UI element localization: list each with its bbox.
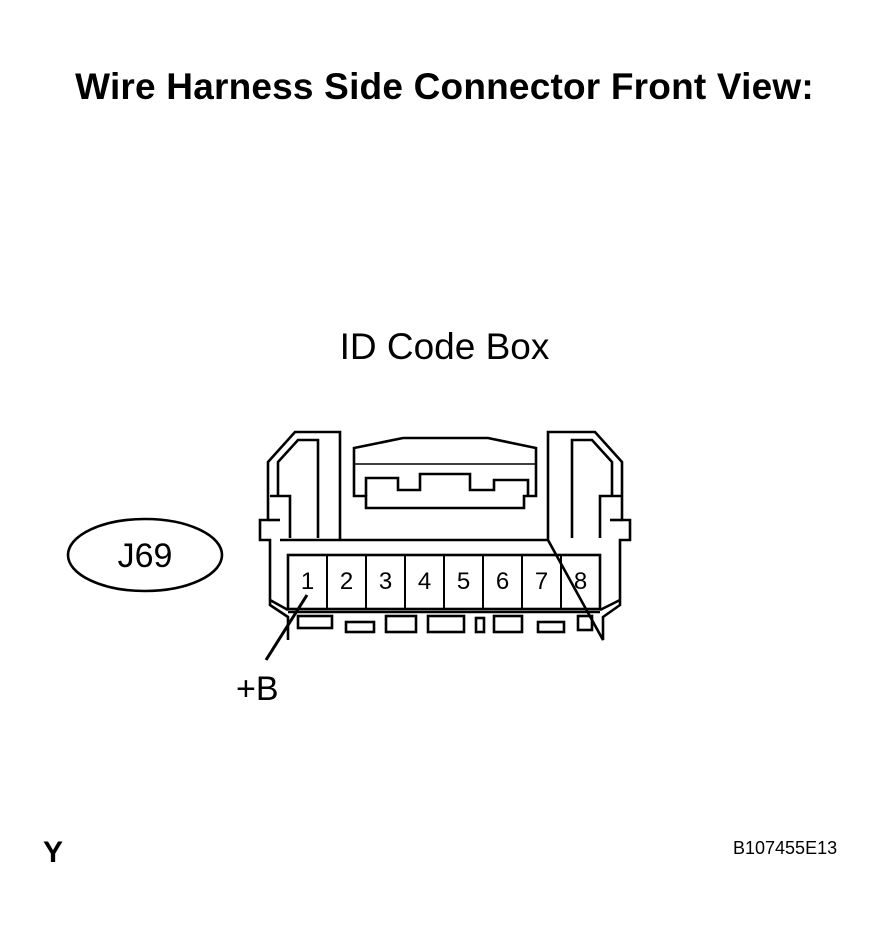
pin-number-6: 6 (496, 568, 509, 595)
pin-callout-line (264, 594, 309, 661)
corner-mark: Y (43, 836, 64, 869)
connector-lock (352, 436, 538, 510)
pin-number-2: 2 (340, 568, 353, 595)
pin-number-4: 4 (418, 568, 431, 595)
connector-housing (258, 430, 632, 641)
pin-number-3: 3 (379, 568, 392, 595)
connector-id-badge (66, 517, 224, 593)
pin-callout-label: +B (236, 670, 279, 708)
pin-number-5: 5 (457, 568, 470, 595)
reference-code: B107455E13 (733, 838, 838, 858)
pin-number-8: 8 (574, 568, 587, 595)
component-name: ID Code Box (339, 326, 550, 367)
diagram-title: Wire Harness Side Connector Front View: (75, 66, 814, 107)
pin-number-1: 1 (301, 568, 314, 595)
connector-id-label: J69 (118, 537, 173, 575)
pin-number-7: 7 (535, 568, 548, 595)
